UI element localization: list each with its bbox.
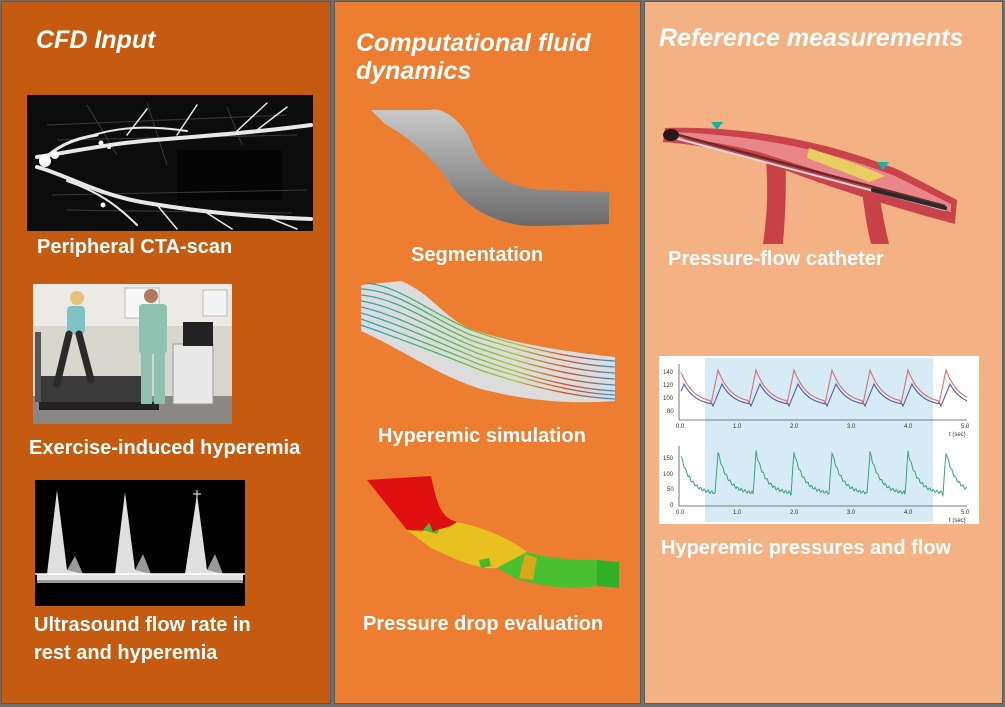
pressure-ytick-0: 140 — [663, 370, 674, 376]
cta-scan-image — [27, 95, 313, 231]
pressure-drop-label: Pressure drop evaluation — [363, 613, 604, 635]
flow-xtick-1: 1.0 — [733, 510, 742, 516]
pressure-ytick-1: 120 — [663, 383, 674, 389]
pressure-ytick-3: 80 — [667, 409, 674, 415]
flow-ytick-1: 100 — [663, 472, 674, 478]
exercise-label: Exercise-induced hyperemia — [29, 437, 301, 459]
pressure-plot: 140 120 100 80 0.0 1.0 2.0 3.0 4.0 5.0 t… — [663, 364, 970, 438]
pressure-flow-catheter-image — [663, 122, 957, 244]
ultrasound-doppler-image — [35, 480, 245, 606]
reference-column: Reference measurements Pressure-flow cat… — [644, 1, 1003, 704]
pressure-xtick-1: 1.0 — [733, 424, 742, 430]
flow-xtick-2: 2.0 — [790, 510, 799, 516]
pressure-xunit: t (sec) — [949, 432, 966, 438]
flow-xtick-5: 5.0 — [961, 510, 970, 516]
pressure-xtick-0: 0.0 — [676, 424, 685, 430]
cfd-input-column: CFD Input Peripheral CTA- — [1, 1, 331, 704]
pressure-ytick-2: 100 — [663, 396, 674, 402]
hyperemic-pressures-flow-label: Hyperemic pressures and flow — [661, 537, 952, 559]
cfd-input-title: CFD Input — [36, 26, 156, 54]
hyperemic-plots: 140 120 100 80 0.0 1.0 2.0 3.0 4.0 5.0 t… — [659, 356, 979, 524]
flow-xtick-3: 3.0 — [847, 510, 856, 516]
flow-plot: 150 100 50 0 0.0 1.0 2.0 3.0 4.0 5.0 t (… — [663, 446, 970, 524]
pressure-drop-image — [367, 476, 619, 588]
plots-svg: 140 120 100 80 0.0 1.0 2.0 3.0 4.0 5.0 t… — [663, 358, 970, 524]
pressure-xtick-4: 4.0 — [904, 424, 913, 430]
pressure-xtick-5: 5.0 — [961, 424, 970, 430]
aortic-pressure-trace — [680, 368, 968, 405]
hyperemic-simulation-image — [361, 281, 615, 403]
catheter-label: Pressure-flow catheter — [668, 248, 884, 270]
segmentation-label: Segmentation — [411, 244, 544, 266]
distal-pressure-trace — [680, 382, 968, 408]
hyperemia-shaded-region — [705, 358, 933, 522]
flow-trace — [680, 450, 968, 498]
flow-xtick-4: 4.0 — [904, 510, 913, 516]
flow-ytick-3: 0 — [670, 503, 674, 509]
cfd-title-line1: Computational fluid — [356, 29, 591, 57]
pressure-xtick-2: 2.0 — [790, 424, 799, 430]
flow-xtick-0: 0.0 — [676, 510, 685, 516]
ultrasound-label-line2: rest and hyperemia — [34, 642, 218, 664]
flow-ytick-2: 50 — [667, 487, 674, 493]
cfd-title-line2: dynamics — [356, 57, 472, 85]
flow-xunit: t (sec) — [949, 518, 966, 524]
hyperemic-simulation-label: Hyperemic simulation — [378, 425, 586, 447]
reference-title: Reference measurements — [659, 24, 964, 52]
pressure-xtick-3: 3.0 — [847, 424, 856, 430]
exercise-photo — [33, 284, 232, 424]
flow-ytick-0: 150 — [663, 456, 674, 462]
ultrasound-label-line1: Ultrasound flow rate in — [34, 614, 251, 636]
cta-scan-label: Peripheral CTA-scan — [37, 236, 233, 258]
cfd-column: Computational fluid dynamics Segmentatio… — [334, 1, 641, 704]
segmentation-image — [371, 109, 609, 227]
